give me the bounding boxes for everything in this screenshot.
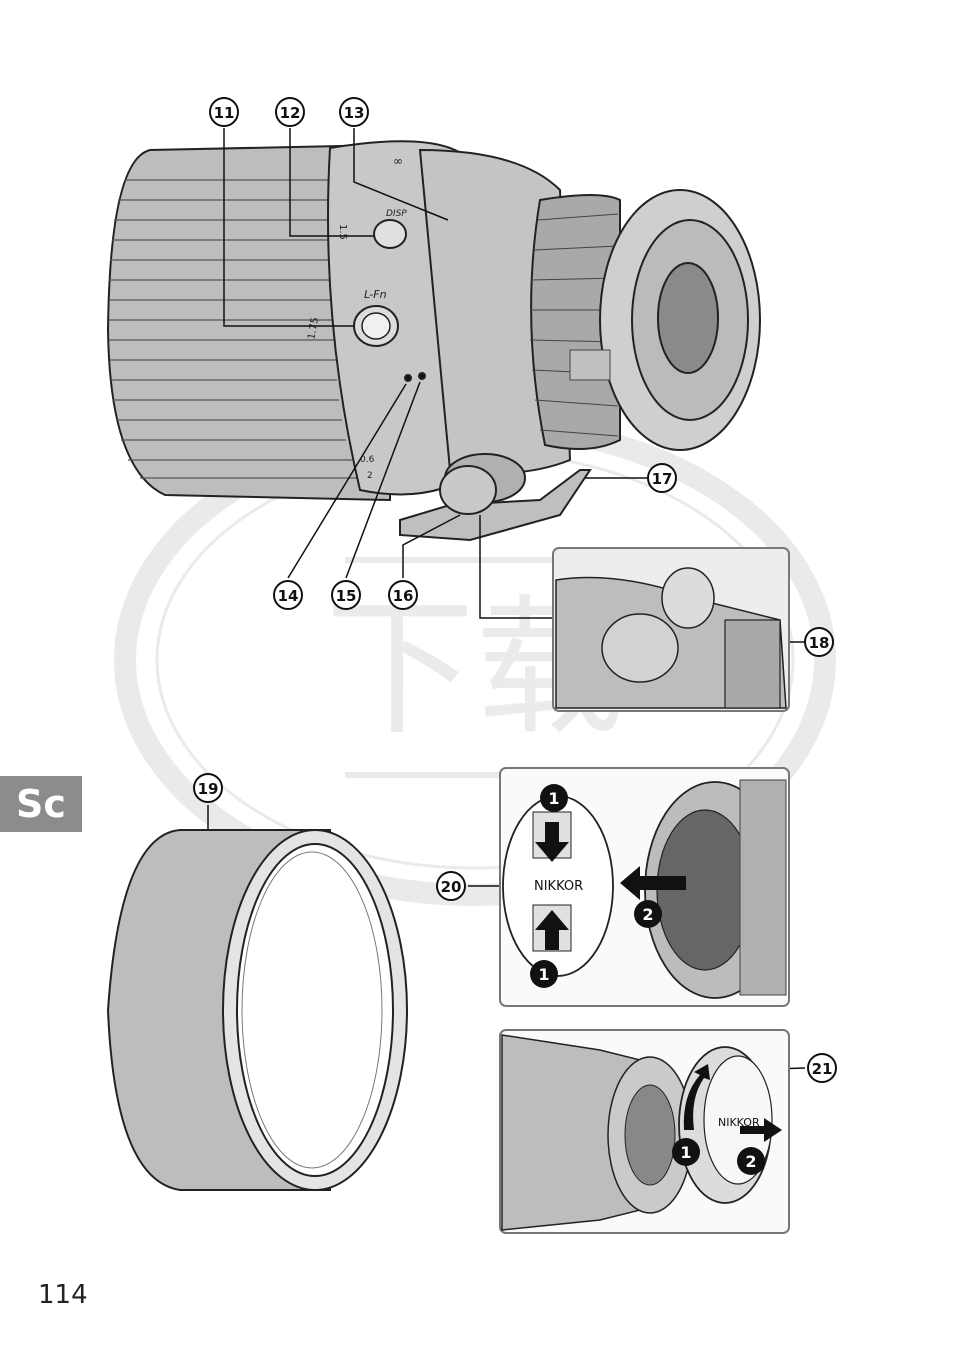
scale-0-6: 0.6 <box>360 455 375 465</box>
inset-front-cap: NIKKOR 1 1 2 <box>499 767 790 1007</box>
callout-numbers: 11 12 13 14 15 16 17 18 19 20 21 <box>193 97 837 1083</box>
rear-step2: 2 <box>745 1152 756 1171</box>
inset-tripod-screw <box>552 547 790 712</box>
callout-17: 17 <box>647 463 677 493</box>
svg-text:12: 12 <box>280 104 301 122</box>
section-tab: Sc <box>0 776 82 832</box>
front-cap-brand: NIKKOR <box>534 879 583 894</box>
callout-15: 15 <box>331 580 361 610</box>
callout-20: 20 <box>436 871 466 901</box>
front-step1-top: 1 <box>548 789 559 808</box>
scale-2: 2 <box>367 471 373 481</box>
svg-text:13: 13 <box>344 104 365 122</box>
svg-text:18: 18 <box>809 634 830 652</box>
callout-18: 18 <box>804 627 834 657</box>
callout-19: 19 <box>193 773 223 803</box>
rear-cap-brand: NIKKOR <box>718 1116 760 1129</box>
callout-13: 13 <box>339 97 369 127</box>
scale-1-75: 1.75 <box>306 317 321 341</box>
scale-inf: ∞ <box>393 154 403 168</box>
svg-text:15: 15 <box>336 587 357 605</box>
svg-text:14: 14 <box>278 587 299 605</box>
lens-scale: DISP L-Fn 1.5 1.75 ∞ 0.6 2 <box>306 154 407 481</box>
lfn-label: L-Fn <box>364 288 387 301</box>
front-step2: 2 <box>642 905 653 924</box>
lens-hood <box>106 829 408 1191</box>
lens-main <box>106 140 761 542</box>
svg-text:19: 19 <box>198 780 219 798</box>
callout-16: 16 <box>388 580 418 610</box>
front-step1-bottom: 1 <box>538 965 549 984</box>
svg-text:17: 17 <box>652 470 673 488</box>
inset-rear-cap: NIKKOR 1 2 <box>499 1029 790 1234</box>
disp-label: DISP <box>386 209 407 219</box>
svg-text:11: 11 <box>214 104 235 122</box>
callout-21: 21 <box>807 1053 837 1083</box>
svg-text:21: 21 <box>812 1060 833 1078</box>
callout-14: 14 <box>273 580 303 610</box>
rear-step1: 1 <box>680 1143 691 1162</box>
page-number: 114 <box>38 1280 88 1310</box>
svg-text:16: 16 <box>393 587 414 605</box>
svg-text:20: 20 <box>441 878 462 896</box>
callout-11: 11 <box>209 97 239 127</box>
callout-12: 12 <box>275 97 305 127</box>
scale-1-5: 1.5 <box>337 224 348 240</box>
